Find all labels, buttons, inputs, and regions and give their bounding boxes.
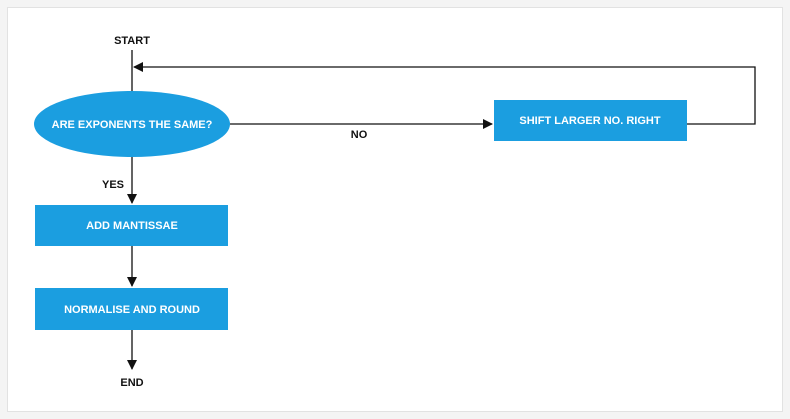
shift-step-box bbox=[494, 100, 687, 141]
no-label: NO bbox=[351, 129, 368, 141]
end-label: END bbox=[120, 377, 143, 389]
decision-label: ARE EXPONENTS THE SAME? bbox=[52, 119, 213, 131]
start-label: START bbox=[114, 35, 150, 47]
yes-label: YES bbox=[102, 179, 124, 191]
normalise-step-label: NORMALISE AND ROUND bbox=[64, 304, 200, 316]
add-step-label: ADD MANTISSAE bbox=[86, 220, 178, 232]
connector-shift-loop-back bbox=[133, 62, 756, 125]
decision-ellipse bbox=[34, 91, 230, 157]
normalise-step-box bbox=[35, 288, 228, 330]
shift-step-label: SHIFT LARGER NO. RIGHT bbox=[519, 115, 660, 127]
add-step-box bbox=[35, 205, 228, 246]
